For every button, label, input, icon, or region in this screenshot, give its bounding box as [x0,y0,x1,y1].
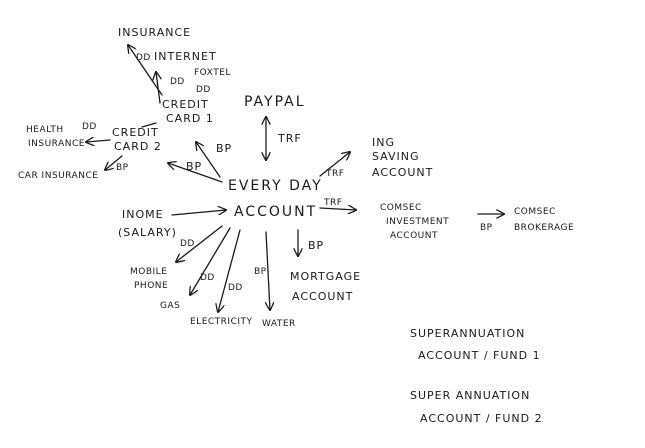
node-credit-card-2-line1: CREDIT [112,126,159,139]
edge-label-dd-gas: DD [200,273,215,283]
node-ing-line3: ACCOUNT [372,166,433,179]
node-comsec-brokerage-line2: BROKERAGE [514,223,574,233]
node-income-line2: (SALARY) [118,226,177,239]
arrow-everyday-to-card2 [168,163,223,183]
edge-label-trf-comsec: TRF [323,198,342,208]
node-super-1-line2: ACCOUNT / FUND 1 [418,349,541,362]
node-everyday-line2: ACCOUNT [234,204,317,220]
arrow-everyday-to-comsec [319,208,356,210]
node-mortgage-line2: ACCOUNT [292,290,353,303]
edge-label-bp-card2: BP [116,163,129,173]
edge-label-dd-electricity: DD [228,283,243,293]
edge-label-trf-paypal: TRF [277,132,302,145]
edge-label-bp-card2-left: BP [186,160,202,173]
node-car-insurance: CAR INSURANCE [18,171,99,181]
node-foxtel: FOXTEL [194,68,231,78]
arrow-card2-to-health [86,140,111,142]
node-ing-line2: SAVING [372,150,420,163]
node-mobile-phone-line2: PHONE [134,281,168,291]
node-credit-card-1-line1: CREDIT [162,98,209,111]
node-mobile-phone-line1: MOBILE [130,267,167,277]
arrow-card1-to-insurance [128,45,163,96]
node-comsec-investment-line2: INVESTMENT [386,217,449,227]
node-health-insurance-line2: INSURANCE [28,139,85,149]
node-mortgage-line1: MORTGAGE [290,270,361,283]
node-super-2-line1: SUPER ANNUATION [410,389,530,402]
edges [86,45,504,312]
node-gas: GAS [160,301,180,311]
nodes: INSURANCE INTERNET FOXTEL CREDIT CARD 1 … [18,26,574,425]
edge-label-trf-ing: TRF [325,169,344,179]
node-internet: INTERNET [154,50,217,63]
edge-label-dd-health: DD [82,122,97,132]
node-comsec-investment-line3: ACCOUNT [390,231,438,241]
node-income-line1: INOME [122,208,164,221]
edge-label-dd-foxtel: DD [196,85,211,95]
node-water: WATER [262,319,296,329]
edge-label-dd-mobile: DD [180,239,195,249]
arrow-everyday-to-card1 [196,142,221,178]
node-credit-card-2-line2: CARD 2 [114,140,162,153]
edge-label-bp-card1: BP [216,142,232,155]
node-everyday-line1: EVERY DAY [228,178,323,194]
node-comsec-brokerage-line1: COMSEC [514,207,556,217]
node-super-2-line2: ACCOUNT / FUND 2 [420,412,543,425]
node-health-insurance-line1: HEALTH [26,125,64,135]
arrow-everyday-to-gas [190,227,231,295]
arrow-everyday-to-mobile [176,225,223,262]
node-insurance: INSURANCE [118,26,191,39]
node-paypal: PAYPAL [244,94,306,110]
edge-label-bp-water: BP [254,267,267,277]
arrow-everyday-to-water [266,231,270,310]
node-super-1-line1: SUPERANNUATION [410,327,525,340]
arrow-income-to-everyday [171,210,226,216]
arrow-everyday-to-ing [319,152,350,177]
node-electricity: ELECTRICITY [190,317,253,327]
edge-label-dd-internet: DD [136,53,151,63]
edge-label-bp-mortgage: BP [308,239,324,252]
edge-label-bp-brokerage: BP [480,223,493,233]
arrow-card2-to-car-insurance [105,155,123,170]
arrow-card2-to-card1 [141,122,157,128]
node-ing-line1: ING [372,136,395,149]
node-comsec-investment-line1: COMSEC [380,203,422,213]
node-credit-card-1-line2: CARD 1 [166,112,214,125]
arrow-card1-to-internet [156,72,160,104]
edge-label-dd-card1: DD [170,77,185,87]
arrow-everyday-to-electricity [218,229,241,312]
edge-labels: DD DD DD BP TRF DD BP BP TRF TRF BP DD D… [82,53,493,293]
